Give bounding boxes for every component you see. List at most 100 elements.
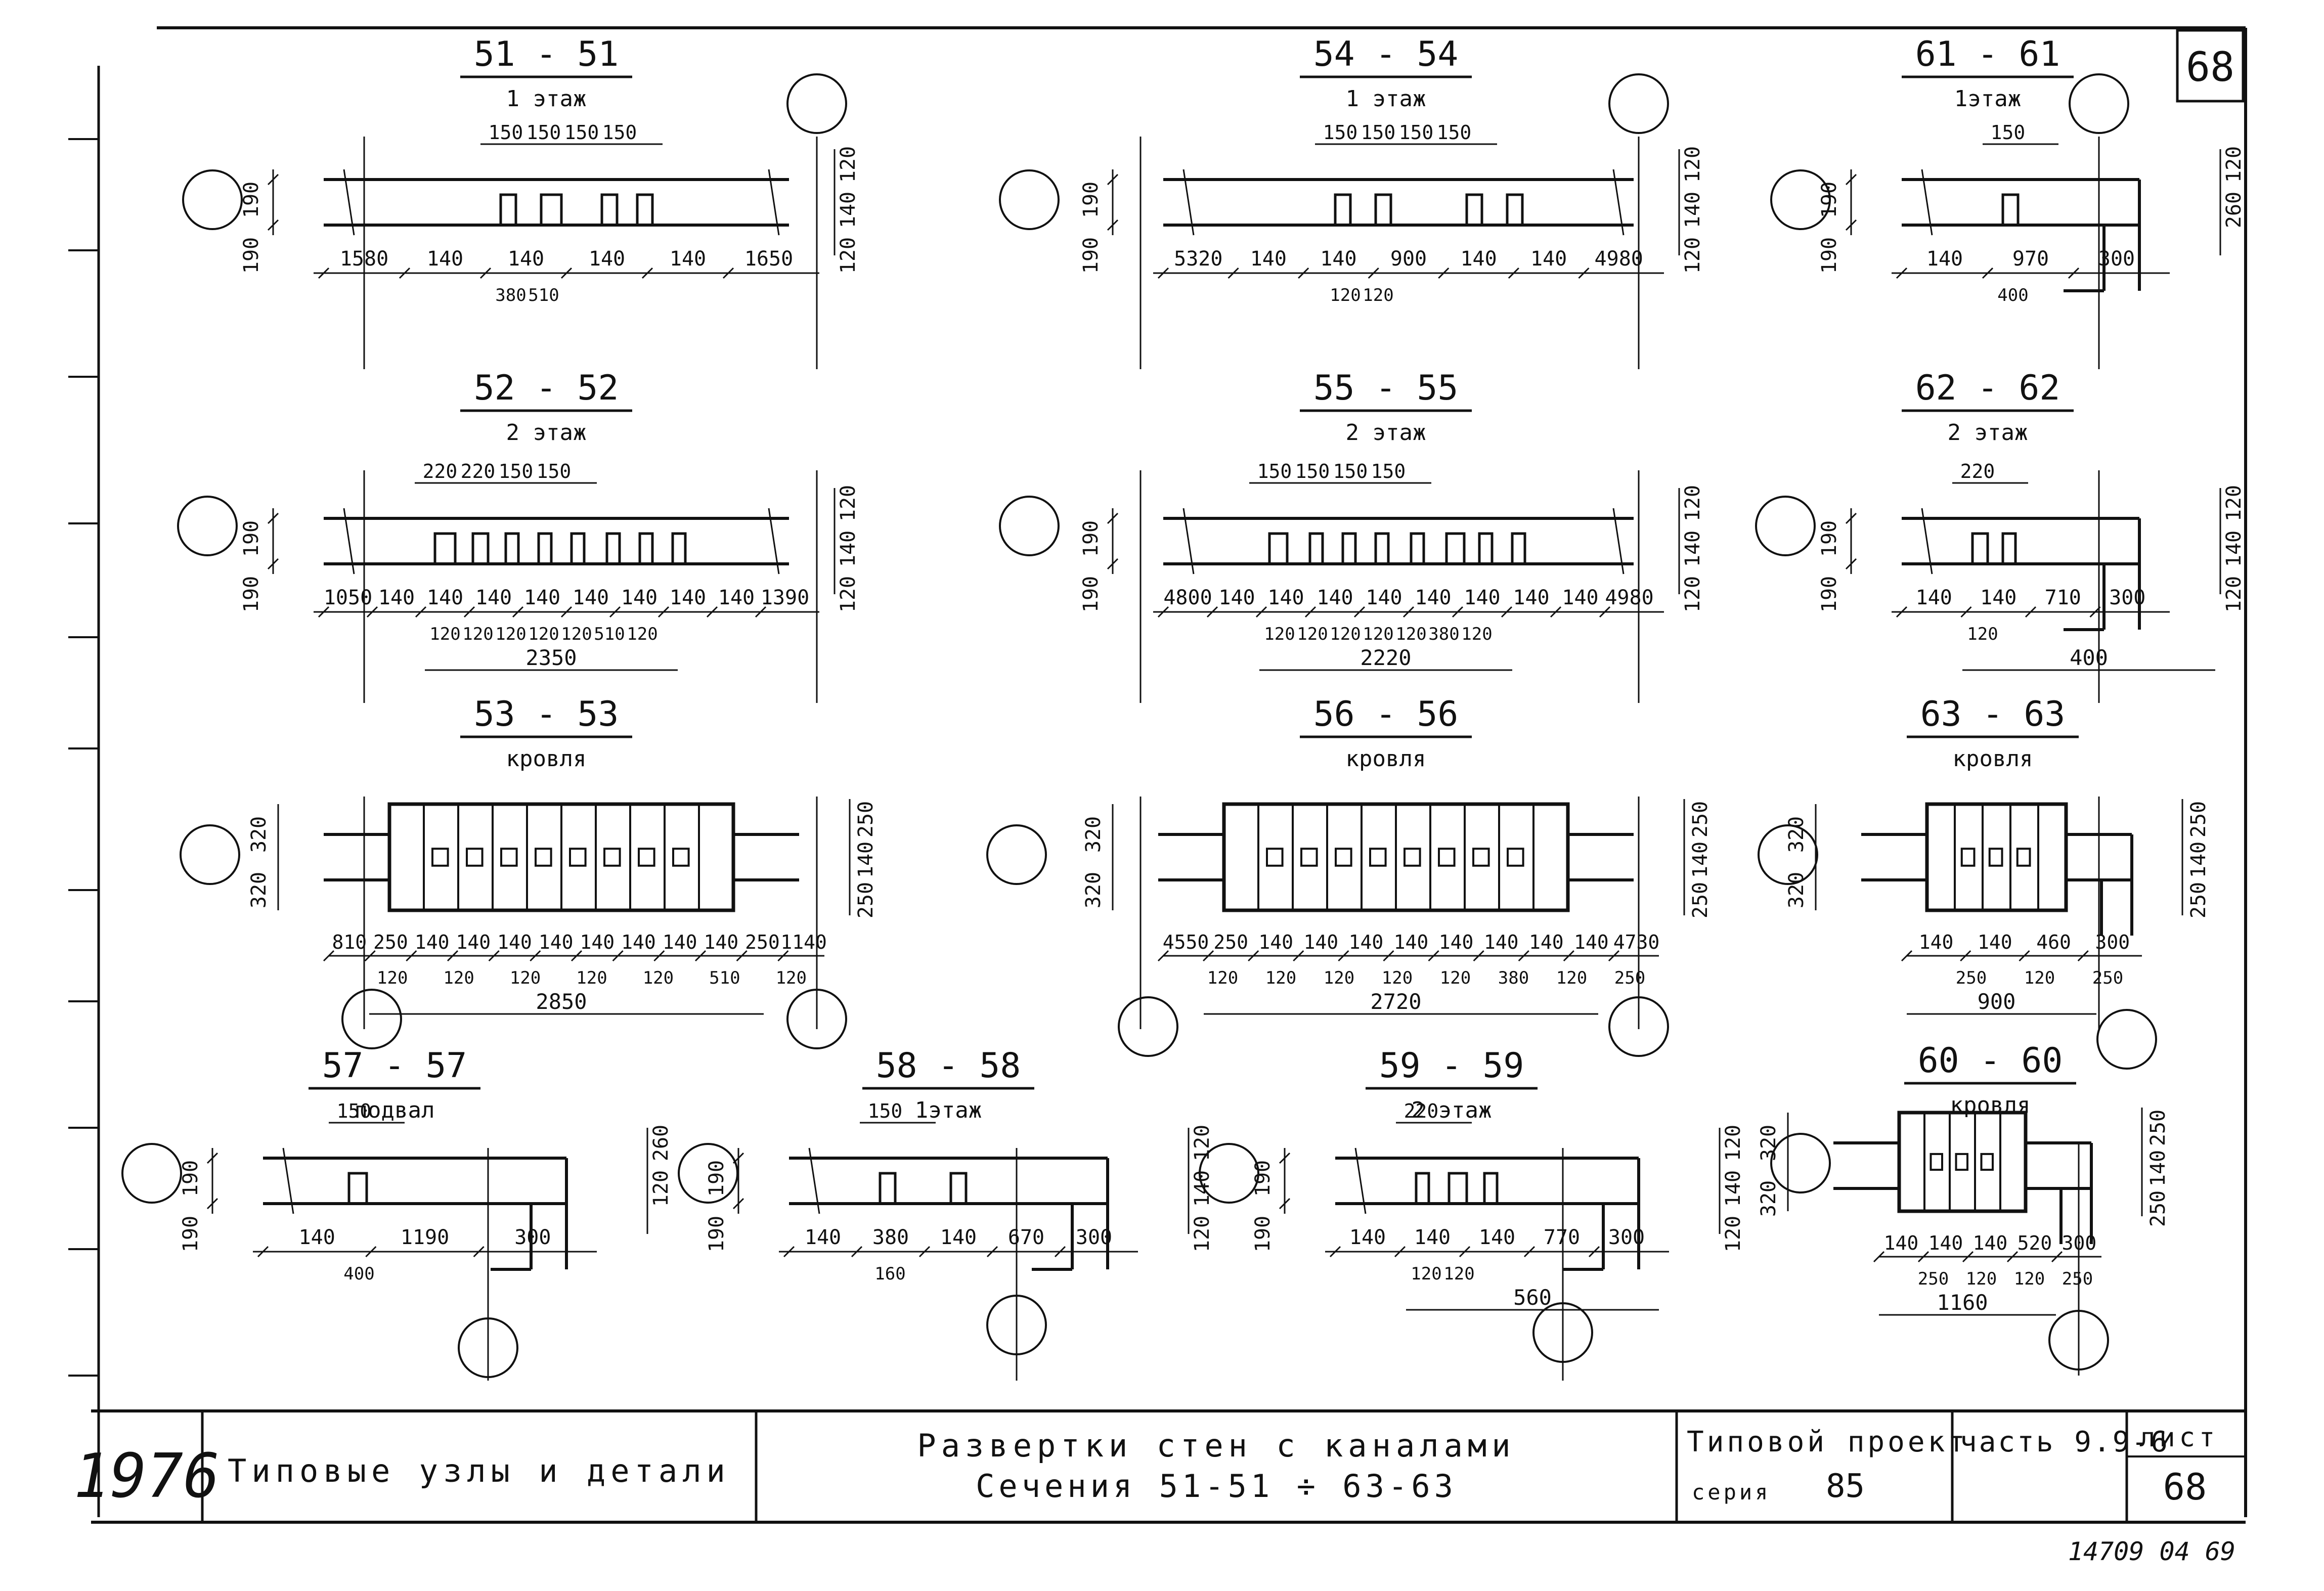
floor-label: 1 этаж	[1346, 86, 1426, 112]
dimension-label: 120	[462, 624, 493, 644]
drawing-line	[1157, 950, 1169, 962]
dimension-label: 140	[1218, 586, 1255, 609]
drawing-line	[479, 267, 492, 279]
title-block: 1976 Типовые узлы и детали Развертки сте…	[74, 1411, 2246, 1566]
drawing-line	[1960, 950, 1971, 962]
axis-bubble	[180, 824, 240, 885]
dimension-label: 140	[1928, 1232, 1963, 1254]
drawing-line	[1578, 267, 1590, 279]
axis-bubble	[341, 989, 402, 1049]
dimension-label: 300	[514, 1226, 551, 1249]
dimension-label: 140	[539, 931, 574, 953]
dimension-label: 300	[2109, 586, 2145, 609]
dimension-label: 120	[1966, 1269, 1997, 1289]
dimension-label: 140	[1464, 586, 1500, 609]
footer-code: 14709 04 69	[2068, 1537, 2235, 1566]
dimension-label: 120	[1967, 624, 1998, 644]
floor-label: 1этаж	[915, 1097, 982, 1123]
drawing-line	[657, 606, 670, 618]
dimension-label: 190	[705, 1216, 728, 1252]
dimension-label: 320	[1082, 816, 1105, 853]
dimension-label: 810	[332, 931, 367, 953]
dimension-label: 260	[2222, 192, 2246, 228]
drawing-line	[1508, 267, 1519, 279]
dimension-label: 150	[1361, 121, 1396, 144]
drawing-line	[2051, 1251, 2063, 1263]
dimension-label: 140	[2222, 531, 2246, 567]
dimension-label: 140	[1562, 586, 1598, 609]
drawing-line	[318, 606, 330, 618]
drawing-line	[732, 1152, 744, 1164]
channel-outline	[1955, 1153, 1968, 1171]
dimension-label: 140	[580, 931, 615, 953]
drawing-line	[1157, 267, 1169, 279]
dimension-label: 320	[247, 816, 271, 853]
dimension-label: 250	[854, 801, 878, 837]
dimension-label: 320	[1082, 872, 1105, 908]
dimension-label: 190	[240, 576, 263, 612]
floor-label: 1этаж	[1954, 86, 2021, 112]
dimension-label: 140	[1513, 586, 1549, 609]
dimension-label: 250	[373, 931, 408, 953]
drawing-line	[783, 1246, 795, 1258]
dimension-label: 140	[1320, 247, 1356, 271]
drawing-line	[1353, 606, 1366, 618]
drawing-line	[1248, 950, 1259, 962]
drawing-line	[1960, 606, 1972, 618]
drawing-line	[918, 1246, 931, 1258]
dimension-label: 120	[510, 968, 541, 988]
dimension-label: 120	[1440, 968, 1471, 988]
drawing-line	[1599, 606, 1611, 618]
drawing-line	[777, 950, 789, 962]
dimension-label: 120	[1330, 285, 1361, 305]
dimension-label: 250	[2146, 1110, 2170, 1146]
channel-outline	[1334, 193, 1352, 227]
channel-outline	[638, 532, 654, 565]
channel-outline	[603, 848, 621, 867]
drawing-line	[1298, 267, 1309, 279]
channel-outline	[1448, 1172, 1468, 1205]
dimension-label: 120	[1191, 1216, 1214, 1252]
drawing-line	[1901, 950, 1913, 962]
section-title: 56 - 56	[1313, 694, 1459, 734]
dimension-label: 190	[1818, 182, 1841, 218]
dimension-label: 140	[1681, 531, 1704, 567]
dimension-label: 150	[337, 1100, 372, 1122]
drawing-line	[1368, 267, 1379, 279]
dimension-label: 140	[837, 531, 860, 567]
channel-outline	[1925, 802, 2068, 912]
dimension-label: 190	[1079, 182, 1103, 218]
dimension-label: 510	[528, 285, 559, 305]
dimension-label: 120	[2222, 485, 2246, 521]
dimension-label: 140	[1267, 586, 1304, 609]
axis-bubble	[1755, 496, 1816, 556]
dimension-label: 380	[1428, 624, 1459, 644]
dimension-label: 320	[1785, 816, 1808, 853]
section-title: 52 - 52	[474, 368, 619, 408]
channel-outline	[1268, 532, 1289, 565]
drawing-line	[1279, 1198, 1291, 1210]
dimension-label: 140	[621, 931, 656, 953]
dimension-label: 120	[649, 1170, 673, 1207]
dimension-label: 120	[2014, 1269, 2045, 1289]
dimension-label: 140	[415, 931, 450, 953]
dimension-label: 190	[1818, 576, 1841, 612]
floor-label: 2 этаж	[1346, 420, 1426, 446]
dimension-label: 300	[1608, 1226, 1645, 1249]
drawing-line	[722, 267, 734, 279]
drawing-line	[1873, 1251, 1885, 1263]
dimension-label: 250	[1956, 968, 1987, 988]
dimension-label: 320	[1757, 1125, 1780, 1161]
drawing-line	[755, 606, 767, 618]
dimension-label: 190	[179, 1160, 202, 1197]
dimension-label: 160	[874, 1264, 905, 1284]
dimension-label: 140	[1884, 1232, 1919, 1254]
dimension-label: 140	[508, 247, 544, 271]
dimension-label: 150	[1399, 121, 1434, 144]
dimension-label: 250	[2187, 801, 2210, 837]
channel-outline	[466, 848, 484, 867]
dimension-label: 250	[1213, 931, 1248, 953]
